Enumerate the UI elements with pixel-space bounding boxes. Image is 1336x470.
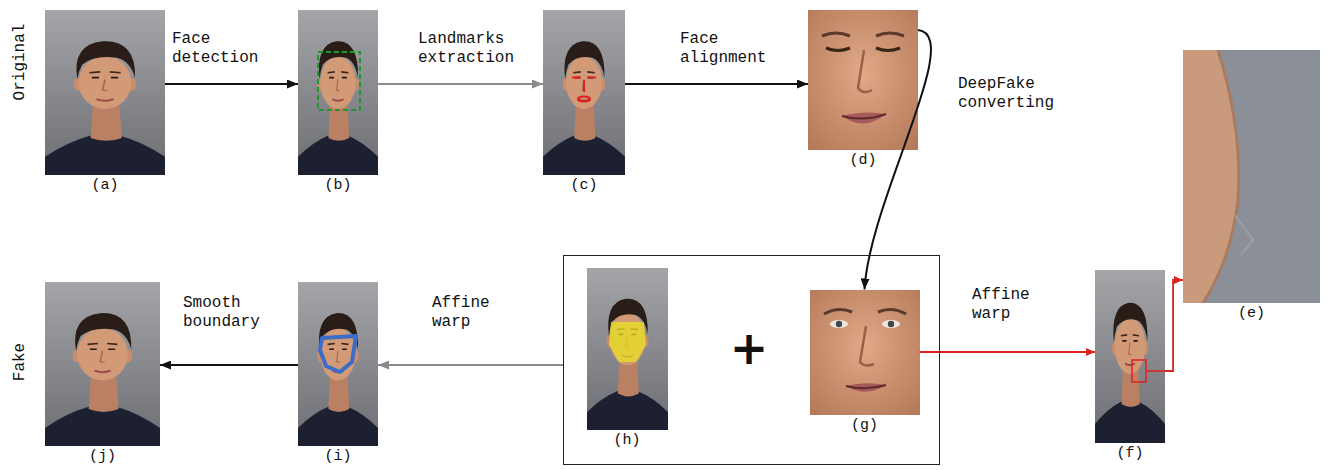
connector bbox=[1165, 280, 1183, 371]
plus-sign: + bbox=[727, 324, 771, 372]
photo bbox=[587, 268, 668, 430]
image-panel: (c) bbox=[543, 10, 625, 175]
photo bbox=[1183, 50, 1320, 303]
edge-label: Smooth boundary bbox=[183, 294, 283, 332]
photo bbox=[45, 282, 160, 446]
image-panel: (g) bbox=[810, 290, 920, 415]
image-panel: (d) bbox=[808, 10, 918, 150]
edge-label: Face alignment bbox=[680, 30, 792, 68]
edge-label: Landmarks extraction bbox=[418, 30, 536, 68]
panel-caption: (e) bbox=[1183, 306, 1320, 322]
photo bbox=[298, 282, 378, 446]
row-label: Original bbox=[11, 24, 29, 101]
edge-label: Affine warp bbox=[432, 294, 516, 332]
connector bbox=[625, 83, 808, 85]
edge-label: Affine warp bbox=[972, 286, 1056, 324]
group-box: + (h) (g) bbox=[563, 255, 940, 465]
panel-caption: (a) bbox=[45, 178, 165, 194]
panel-caption: (c) bbox=[543, 178, 625, 194]
panel-caption: (j) bbox=[45, 449, 160, 465]
photo bbox=[543, 10, 625, 175]
blend-boundary bbox=[320, 336, 356, 372]
image-panel: (f) bbox=[1095, 270, 1165, 443]
connector bbox=[378, 364, 563, 366]
photo bbox=[1095, 270, 1165, 443]
image-panel: (a) bbox=[45, 10, 165, 175]
image-panel: (b) bbox=[298, 10, 378, 175]
photo bbox=[810, 290, 920, 415]
photo bbox=[808, 10, 918, 150]
panel-caption: (i) bbox=[298, 449, 378, 465]
panel-caption: (b) bbox=[298, 178, 378, 194]
leader-line bbox=[1146, 370, 1165, 372]
detection-box bbox=[318, 52, 360, 110]
photo bbox=[298, 10, 378, 175]
edge-label: Face detection bbox=[172, 30, 290, 68]
photo bbox=[45, 10, 165, 175]
row-label: Fake bbox=[11, 343, 29, 381]
image-panel: (i) bbox=[298, 282, 378, 446]
image-panel: (j) bbox=[45, 282, 160, 446]
face-mask bbox=[609, 322, 646, 362]
image-panel: (h) bbox=[587, 268, 668, 430]
connector bbox=[378, 83, 543, 85]
panel-caption: (g) bbox=[810, 418, 920, 434]
connector bbox=[920, 351, 1096, 353]
landmarks bbox=[572, 78, 596, 102]
edge-label: DeepFake converting bbox=[958, 75, 1083, 113]
panel-caption: (d) bbox=[808, 153, 918, 169]
image-panel: (e) bbox=[1183, 50, 1320, 303]
panel-caption: (f) bbox=[1095, 446, 1165, 462]
connector bbox=[160, 364, 298, 366]
panel-caption: (h) bbox=[587, 433, 668, 449]
connector bbox=[165, 83, 298, 85]
zoom-region bbox=[1132, 360, 1146, 382]
